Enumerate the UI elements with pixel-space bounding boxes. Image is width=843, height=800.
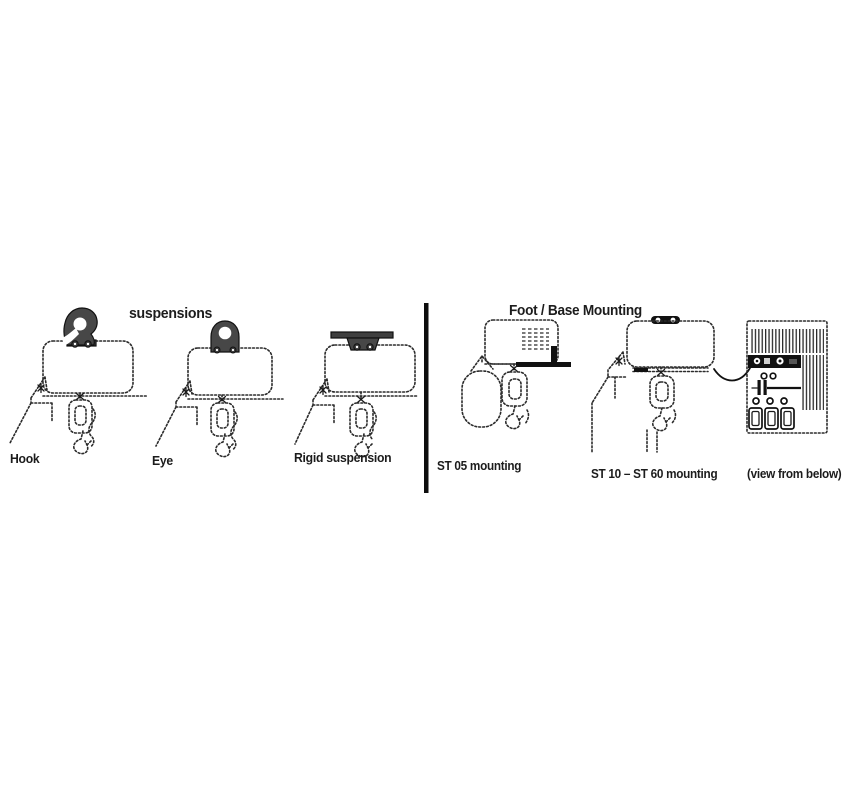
- caption-hook: Hook: [10, 451, 40, 466]
- bolt-center: [231, 348, 235, 352]
- figure-eye-suspension: [155, 320, 284, 458]
- suspensions-title: suspensions: [129, 305, 213, 322]
- fastener-hole: [766, 397, 774, 405]
- loose-chain-sketch: [671, 409, 677, 424]
- figure-st05-mounting: [461, 319, 571, 430]
- hook-block-outline: [210, 402, 235, 437]
- load-hook-sketch: [504, 405, 524, 430]
- vent-grille-sketch: [522, 328, 549, 350]
- mounting-structure-sketch: [294, 378, 335, 445]
- drive-unit-slot: [789, 359, 797, 364]
- figure-st10-st60-mounting: [591, 316, 751, 453]
- hook-block-outline: [649, 375, 675, 409]
- fastener-hole: [752, 397, 760, 405]
- hoist-body-outline: [324, 344, 416, 393]
- figure-hook-suspension: [9, 307, 148, 455]
- hatched-rail-area-right: [801, 355, 824, 410]
- hook-block-slot: [508, 378, 522, 400]
- reference-mark: [509, 364, 519, 373]
- bolt-center: [368, 345, 372, 349]
- foot-strip-block: [634, 368, 648, 372]
- hoist-body-outline: [42, 340, 134, 394]
- reference-mark: [319, 384, 327, 396]
- caption-eye: Eye: [152, 453, 173, 468]
- reference-mark: [182, 386, 190, 398]
- load-hook-sketch: [72, 430, 92, 455]
- hook-block-outline: [68, 399, 93, 434]
- hook-block-outline: [349, 402, 374, 437]
- loose-chain-sketch: [88, 408, 96, 448]
- reference-mark: [37, 382, 45, 394]
- drive-unit-slot: [764, 358, 770, 364]
- cable-gland-inner: [751, 410, 760, 427]
- hatched-rail-area-top: [751, 329, 824, 353]
- rigid-bracket-shape: [346, 337, 380, 351]
- reference-mark: [656, 368, 666, 377]
- foot-base-plate: [516, 362, 571, 367]
- reference-mark: [75, 392, 85, 401]
- caption-view-from-below: (view from below): [747, 467, 842, 481]
- caption-rigid-suspension: Rigid suspension: [294, 450, 392, 465]
- figure-rigid-suspension: [294, 331, 419, 458]
- hook-eye-hole: [73, 317, 87, 331]
- load-hook-sketch: [651, 407, 671, 432]
- reference-mark: [217, 395, 227, 404]
- callout-connector-curve: [713, 367, 751, 382]
- shaft-symbol-bar: [757, 380, 761, 395]
- rigid-bar-plate: [330, 331, 394, 339]
- hook-mouth-gap: [62, 328, 79, 346]
- mounting-structure-sketch: [9, 376, 53, 444]
- caption-st05-mounting: ST 05 mounting: [437, 459, 522, 473]
- chain-bag-outline: [461, 370, 502, 428]
- loose-chain-sketch: [524, 409, 530, 425]
- mounting-structure-sketch: [591, 351, 628, 453]
- figure-view-from-below: [746, 320, 828, 434]
- fastener-hole: [769, 372, 777, 380]
- drive-unit-bar: [748, 355, 801, 368]
- hoist-body-outline: [187, 347, 273, 396]
- hoist-body-outline: [484, 319, 559, 365]
- hook-block-slot: [216, 408, 229, 429]
- cable-gland-inner: [783, 410, 792, 427]
- reference-mark: [356, 395, 366, 404]
- drive-unit-hole-center: [755, 359, 759, 363]
- hook-block-slot: [655, 381, 669, 402]
- foot-base-mounting-title: Foot / Base Mounting: [509, 303, 642, 319]
- bolt-center: [215, 348, 219, 352]
- hook-block-outline: [501, 371, 528, 407]
- section-divider: [424, 303, 429, 493]
- load-hook-sketch: [353, 433, 373, 458]
- bolt-center: [73, 342, 77, 346]
- fastener-hole: [780, 397, 788, 405]
- underside-outline: [746, 320, 828, 434]
- bolt-center: [355, 345, 359, 349]
- shaft-symbol-bar: [763, 380, 767, 395]
- loose-chain-sketch: [230, 411, 238, 451]
- chain-bag-hanger-sketch: [470, 354, 494, 372]
- drive-unit-hole-center: [778, 359, 782, 363]
- cable-gland-inner: [767, 410, 776, 427]
- top-lug-shape: [651, 316, 680, 324]
- caption-st10-st60-mounting: ST 10 – ST 60 mounting: [591, 467, 718, 481]
- bolt-center: [86, 342, 90, 346]
- reference-mark: [615, 355, 623, 367]
- load-chain-lines: [646, 429, 658, 453]
- loose-chain-sketch: [369, 411, 377, 441]
- mounting-structure-sketch: [155, 380, 198, 447]
- fastener-hole: [760, 372, 768, 380]
- foot-bracket-vertical: [551, 346, 557, 363]
- hook-block-slot: [74, 405, 87, 426]
- load-hook-sketch: [214, 433, 234, 458]
- eye-hole: [218, 326, 232, 340]
- hook-block-slot: [355, 408, 368, 429]
- hoist-body-outline: [626, 320, 715, 368]
